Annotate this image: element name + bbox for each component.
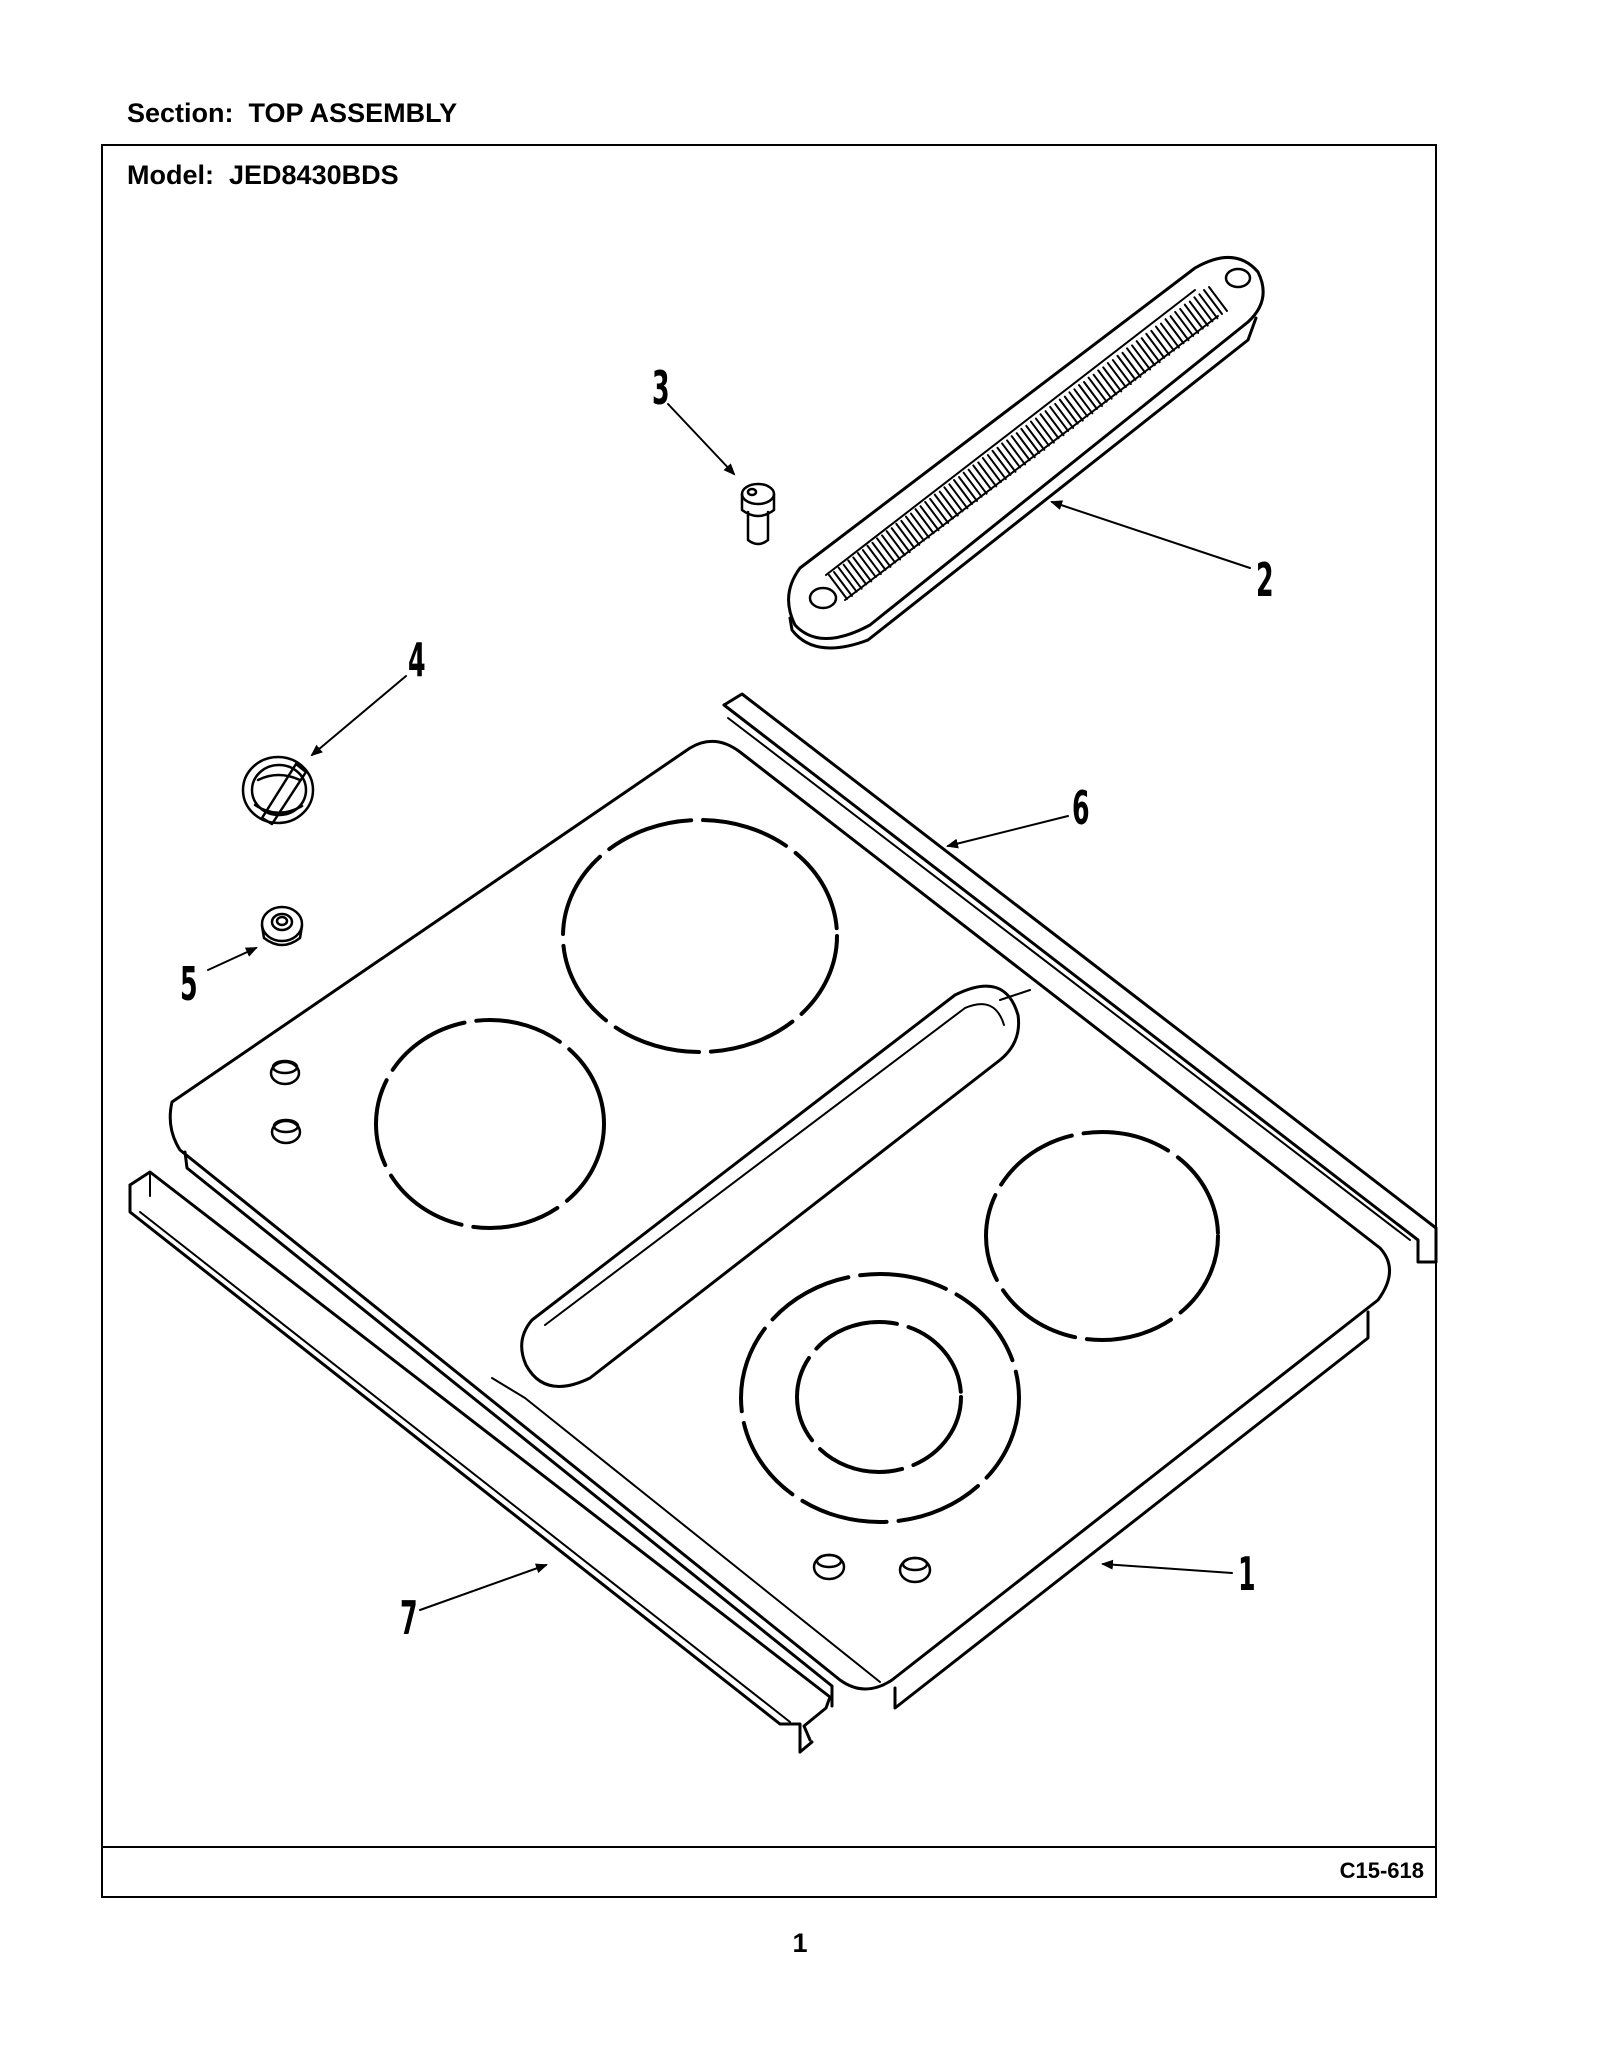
grille-slot bbox=[876, 534, 902, 564]
control-knob-part bbox=[241, 755, 315, 826]
grille-slot bbox=[837, 563, 863, 593]
grille-slot bbox=[1058, 395, 1084, 425]
grille-slot bbox=[847, 556, 873, 586]
grille-slot bbox=[1174, 307, 1200, 337]
grille-slot bbox=[1154, 322, 1180, 352]
model-name: JED8430BDS bbox=[229, 160, 399, 190]
grille-slot bbox=[943, 483, 969, 513]
leader-5 bbox=[207, 947, 258, 971]
cooktop-top-part bbox=[168, 740, 1391, 1710]
grille-slot bbox=[1010, 432, 1036, 462]
grommet-part bbox=[260, 905, 304, 947]
callout-5: 5 bbox=[180, 958, 198, 1011]
grille-slot bbox=[933, 490, 959, 520]
front-trim-part bbox=[128, 1170, 832, 1754]
grille-slot bbox=[1164, 315, 1190, 345]
grille-slot bbox=[1183, 300, 1209, 330]
grille-slot bbox=[1135, 337, 1161, 367]
leader-6 bbox=[946, 815, 1069, 849]
footer-divider bbox=[101, 1846, 1437, 1848]
grille-slot bbox=[962, 468, 988, 498]
grille-slot bbox=[924, 497, 950, 527]
grille-slot bbox=[828, 571, 853, 600]
grille-slot bbox=[1001, 439, 1027, 469]
burner-back-left bbox=[561, 818, 839, 1054]
grille-slot bbox=[1097, 366, 1123, 396]
leader-1 bbox=[1101, 1559, 1233, 1574]
grille-slot bbox=[1049, 402, 1075, 432]
grille-slot bbox=[1020, 424, 1046, 454]
vent-grille-part bbox=[787, 255, 1265, 650]
grille-slot bbox=[1116, 351, 1142, 381]
grille-slot bbox=[953, 476, 978, 505]
section-title: Section: TOP ASSEMBLY bbox=[127, 98, 457, 129]
grille-slot bbox=[1203, 286, 1228, 315]
grille-slot bbox=[972, 461, 998, 491]
callout-2: 2 bbox=[1256, 554, 1274, 607]
figure-code: C15-618 bbox=[1339, 1858, 1424, 1883]
model-label: Model: bbox=[127, 160, 214, 190]
grille-slot bbox=[1106, 359, 1132, 389]
callout-4: 4 bbox=[408, 634, 426, 687]
grille-slot bbox=[1145, 329, 1171, 359]
burner-front-right-outer bbox=[739, 1272, 1021, 1524]
grille-slot bbox=[1029, 417, 1055, 447]
burner-front-right-inner bbox=[795, 1320, 963, 1474]
section-name: TOP ASSEMBLY bbox=[248, 98, 458, 128]
grille-slot bbox=[904, 512, 930, 542]
leader-7 bbox=[419, 1563, 548, 1611]
burner-back-right bbox=[984, 1130, 1220, 1342]
leader-3 bbox=[667, 403, 736, 476]
burner-front-left bbox=[374, 1018, 606, 1230]
grille-slot bbox=[991, 446, 1017, 476]
grille-slot bbox=[1078, 381, 1103, 410]
grille-slot bbox=[1126, 344, 1152, 374]
grille-slot bbox=[981, 454, 1007, 484]
model-title: Model: JED8430BDS bbox=[127, 160, 399, 191]
section-label: Section: bbox=[127, 98, 234, 128]
grille-slot bbox=[856, 549, 882, 579]
leader-4 bbox=[310, 675, 407, 757]
grille-slot bbox=[1068, 388, 1094, 418]
callout-3: 3 bbox=[652, 362, 670, 415]
rear-trim-part bbox=[722, 692, 1438, 1264]
page-number: 1 bbox=[792, 1928, 808, 1958]
grille-slot bbox=[885, 527, 911, 557]
grille-slot bbox=[1193, 293, 1219, 323]
grille-slot bbox=[914, 505, 940, 535]
callout-7: 7 bbox=[400, 1592, 418, 1645]
fastener-part bbox=[740, 482, 776, 546]
grille-slot bbox=[1039, 410, 1065, 440]
grille-slot bbox=[895, 519, 921, 549]
callout-1: 1 bbox=[1238, 1548, 1256, 1601]
grille-slot bbox=[1087, 373, 1113, 403]
diagram-frame bbox=[101, 144, 1437, 1898]
callout-6: 6 bbox=[1072, 782, 1090, 835]
grille-slot bbox=[866, 541, 892, 571]
leader-2 bbox=[1050, 500, 1251, 569]
